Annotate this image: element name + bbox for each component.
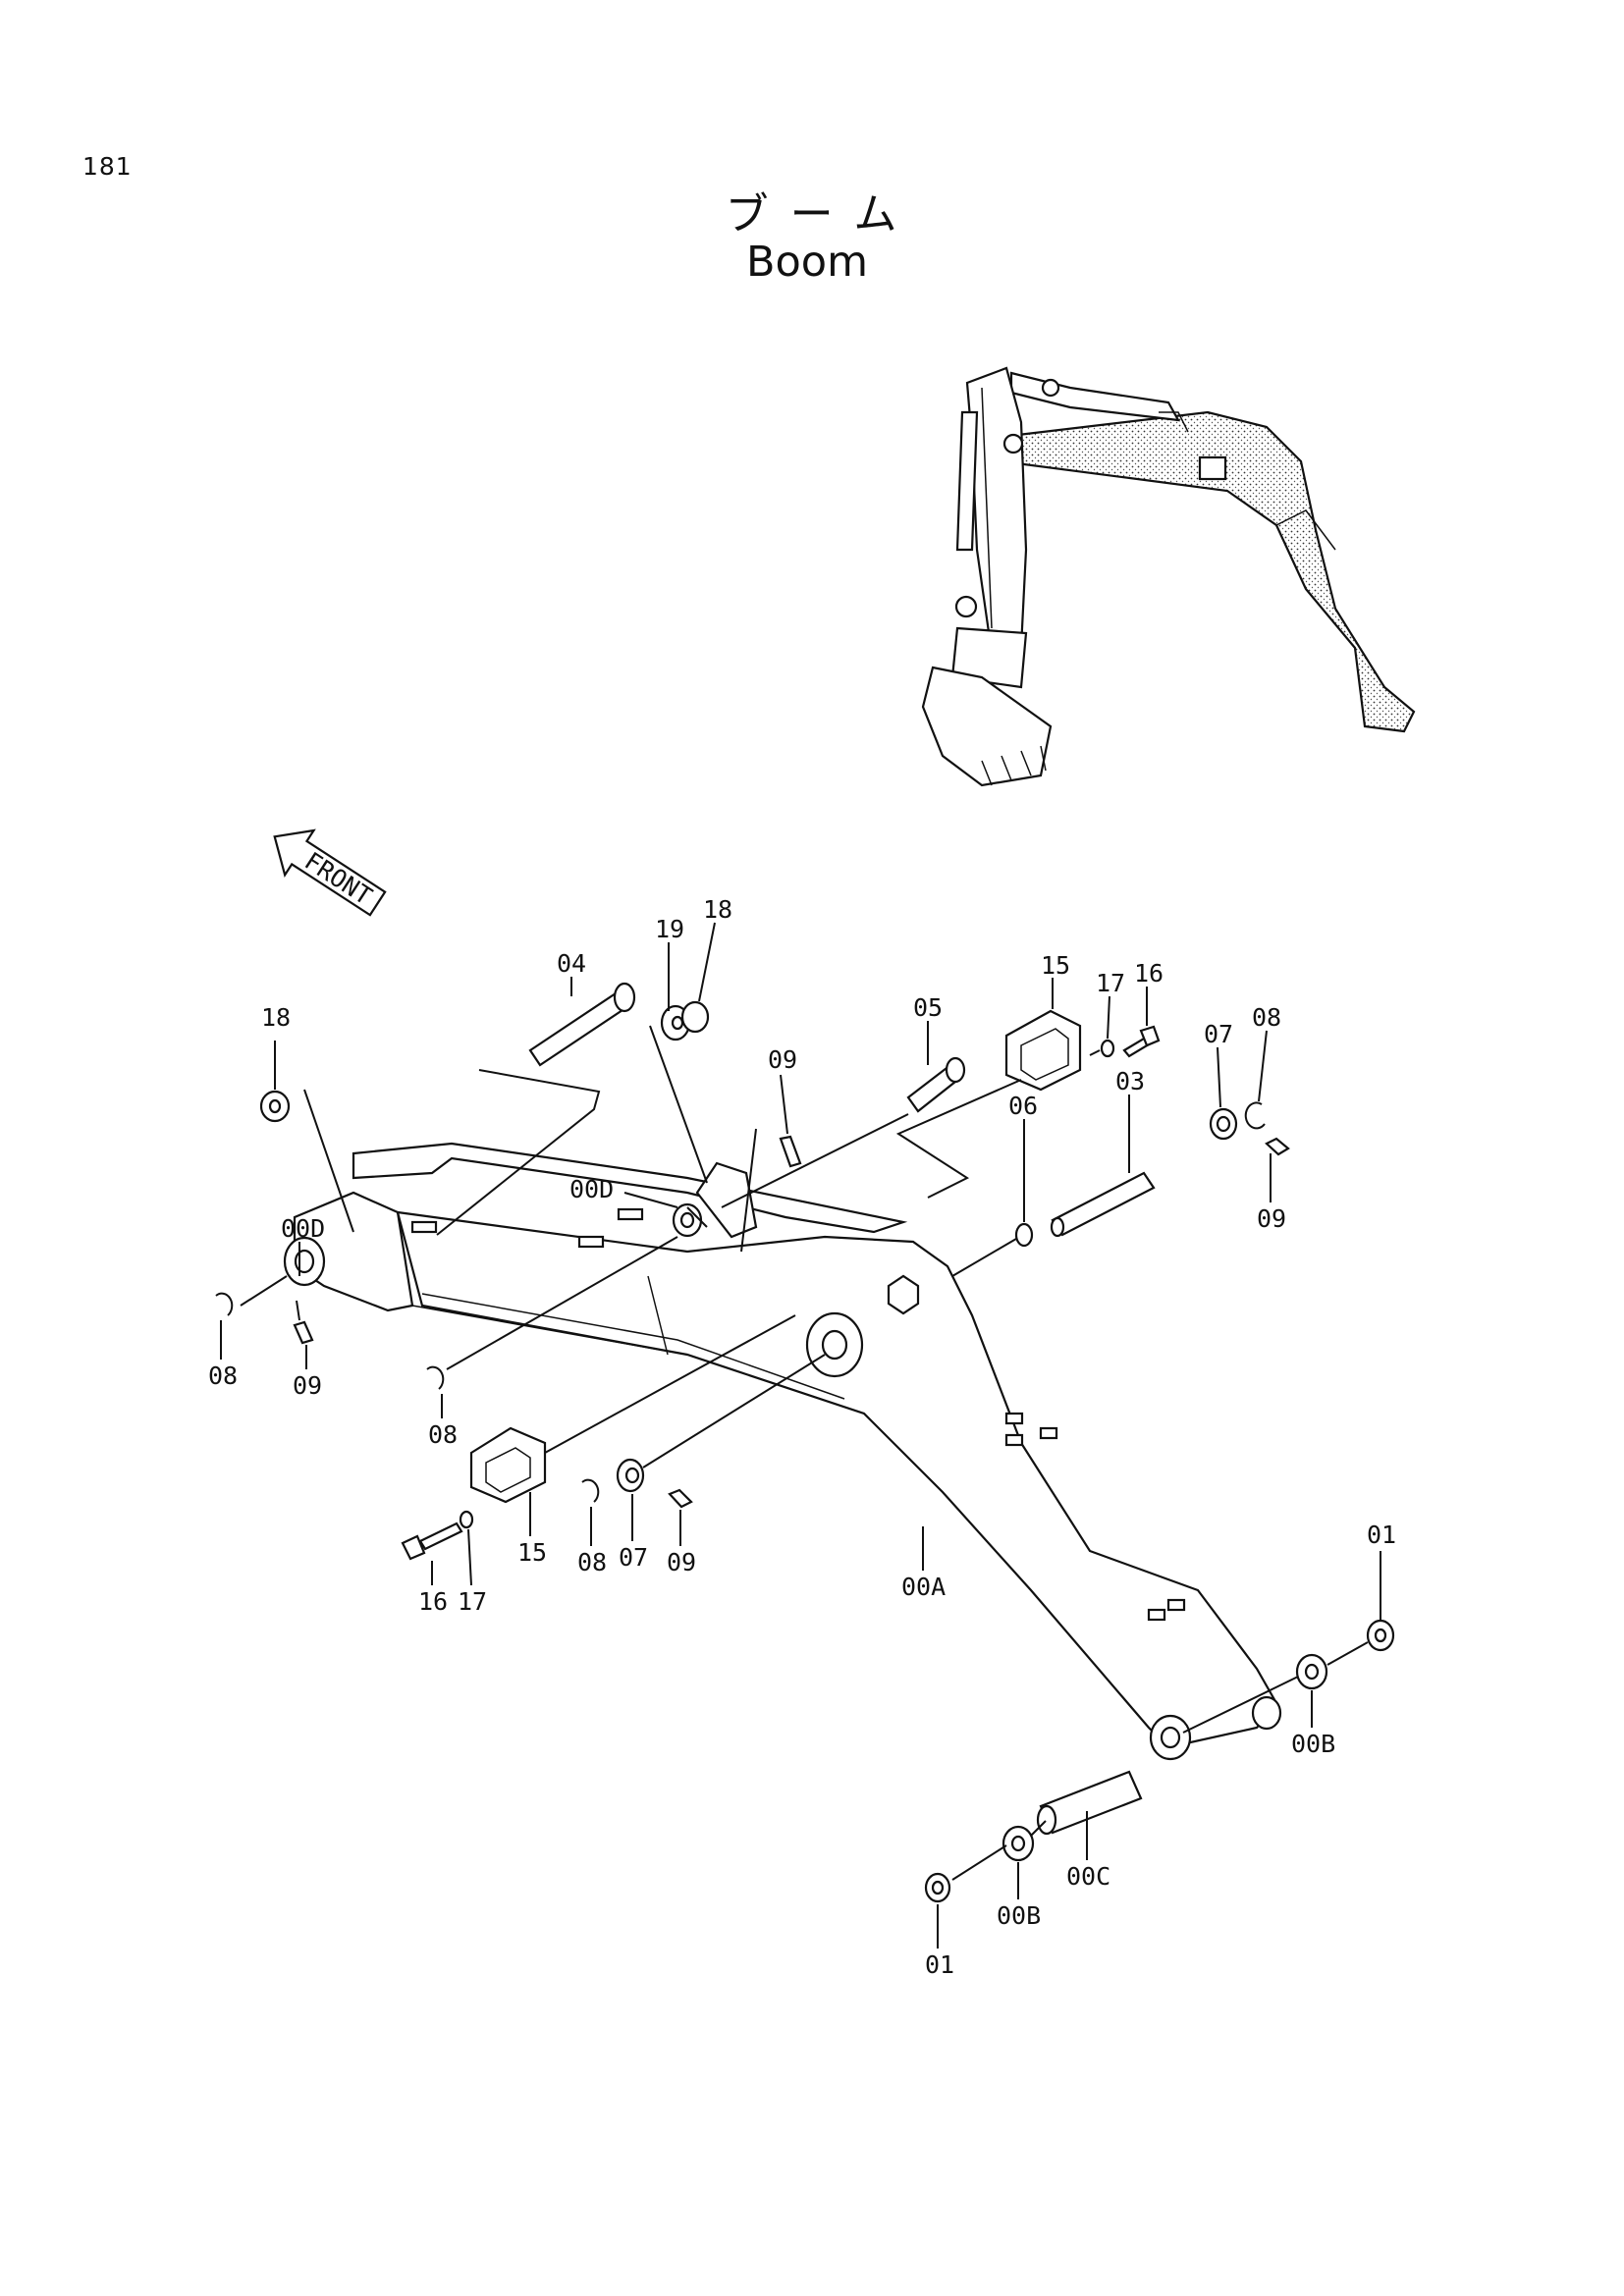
- callout-09-top: 09: [768, 1045, 797, 1074]
- callout-18-upper: 18: [703, 895, 732, 924]
- callout-07-lower: 07: [619, 1543, 648, 1572]
- pin-00C: [1036, 1770, 1143, 1836]
- callout-19: 19: [655, 915, 684, 943]
- callout-ticks: [220, 922, 1381, 1949]
- page-number: 181: [82, 152, 133, 181]
- callout-09-lower: 09: [667, 1548, 696, 1576]
- pin-09-lower: [668, 1488, 693, 1509]
- callout-04: 04: [557, 949, 586, 978]
- callout-08-right: 08: [1252, 1003, 1281, 1032]
- snap-ring-08-mid: [426, 1365, 445, 1390]
- callout-07-right: 07: [1204, 1020, 1233, 1048]
- snap-ring-08-right: [1244, 1101, 1266, 1130]
- leader-lines: [240, 1025, 1369, 1881]
- callout-18-left: 18: [261, 1003, 291, 1032]
- callout-00A: 00A: [901, 1573, 946, 1601]
- pin-09-left: [293, 1320, 314, 1345]
- callout-00B-upper: 00B: [1291, 1730, 1335, 1758]
- callout-09-right: 09: [1257, 1204, 1286, 1233]
- front-arrow-label: FRONT: [299, 846, 377, 910]
- callout-00D-mid: 00D: [569, 1175, 614, 1203]
- washer-18-left: [259, 1090, 291, 1123]
- bolt-16-lower: [401, 1522, 463, 1561]
- callout-06: 06: [1008, 1092, 1038, 1120]
- callout-01-lower: 01: [925, 1950, 954, 1979]
- washer-18-upper: [680, 1000, 710, 1034]
- bolt-16-upper: [1122, 1025, 1161, 1058]
- washer-06: [1014, 1222, 1034, 1248]
- callout-08-lower: 08: [577, 1548, 607, 1576]
- pin-09-top: [779, 1135, 802, 1168]
- pin-03: [1050, 1171, 1156, 1238]
- bushing-07-lower: [616, 1458, 645, 1493]
- stopper-15-upper: [1004, 1009, 1082, 1092]
- bushing-00B-upper: [1295, 1653, 1328, 1690]
- snap-ring-08-left: [215, 1292, 234, 1316]
- bushing-01-lower: [924, 1872, 951, 1903]
- front-direction-arrow: FRONT: [273, 828, 387, 917]
- callout-01-upper: 01: [1367, 1521, 1396, 1549]
- callout-15-lower: 15: [517, 1538, 547, 1567]
- snap-ring-08-lower: [581, 1478, 600, 1503]
- callout-09-left: 09: [293, 1371, 322, 1400]
- callout-labels: 04 19 18 15 17 16 05 09 07 08 18 00D 00D…: [208, 895, 1396, 1979]
- bushing-01-upper: [1366, 1619, 1395, 1652]
- callout-00B-lower: 00B: [997, 1901, 1041, 1930]
- callout-05: 05: [913, 993, 943, 1022]
- callout-03: 03: [1115, 1067, 1145, 1095]
- title-japanese: ブーム: [725, 189, 919, 240]
- boom-assembly: [283, 1142, 1282, 1761]
- washer-17-lower: [459, 1510, 474, 1529]
- callout-16-lower: 16: [418, 1587, 448, 1616]
- pin-09-right: [1265, 1137, 1290, 1156]
- bushing-07-right: [1209, 1107, 1238, 1141]
- callout-15-upper: 15: [1041, 951, 1070, 980]
- callout-17-lower: 17: [458, 1587, 487, 1616]
- callout-00C: 00C: [1066, 1862, 1110, 1891]
- title-english: Boom: [745, 238, 868, 287]
- bushing-00B-lower: [1001, 1825, 1035, 1862]
- callout-00D-left: 00D: [281, 1214, 325, 1243]
- pin-04: [528, 982, 636, 1067]
- pin-05: [906, 1056, 966, 1113]
- callout-16-upper: 16: [1134, 959, 1164, 988]
- overview-excavator-illustration: [921, 366, 1416, 787]
- washer-17-upper: [1100, 1039, 1115, 1058]
- callout-08-mid: 08: [428, 1420, 458, 1449]
- stopper-15-lower: [469, 1426, 547, 1504]
- callout-17-upper: 17: [1096, 969, 1125, 997]
- callout-08-left: 08: [208, 1362, 238, 1390]
